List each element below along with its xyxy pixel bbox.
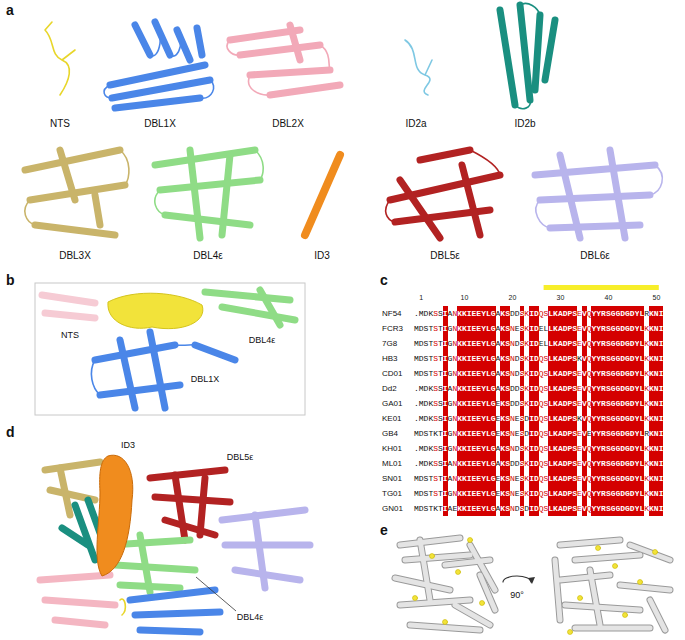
structure-label: DBL1X <box>144 118 176 130</box>
structure-label: DBL1X <box>191 374 220 384</box>
dbl5e-structure <box>386 150 500 238</box>
residue-number: 50 <box>653 294 661 302</box>
structure-label: DBL4ε <box>193 250 222 262</box>
structure-label: ID2a <box>405 118 426 130</box>
dbl4e-structure <box>155 150 263 238</box>
panel-letter: a <box>6 2 14 18</box>
sequence-name: NF54 <box>382 306 402 321</box>
structure-label: NTS <box>61 330 79 340</box>
residue-number: 40 <box>605 294 613 302</box>
dbl6e-structure <box>535 150 662 238</box>
sequence-name: Dd2 <box>382 381 397 396</box>
sequence-name: GB4 <box>382 426 398 441</box>
structure-label: DBL5ε <box>227 452 254 462</box>
sequence-row: MDSTSTIGNKKIEEYLGAKSNDSKIDQSLKADPSEVQYYR… <box>414 366 663 381</box>
id2b-structure <box>500 3 555 108</box>
sequence-row: .MDKSSIGNKKIEEYLGAKSNDSKIDQSLKADPSEVQYYR… <box>414 441 663 456</box>
sequence-name: ML01 <box>382 456 402 471</box>
sequence-row: .MDKSSIANKKIEEYLGAKSDDSKIDQSLKADPSEVQYYR… <box>414 456 663 471</box>
structure-label: DBL4ε <box>237 612 264 622</box>
structure-label: ID2b <box>514 118 535 130</box>
sequence-name: KE01 <box>382 411 402 426</box>
sequence-name: CD01 <box>382 366 402 381</box>
sequence-row: MDSTKTIAEKKIEEYLGAKSNDSDIDQSLKADPSEVQYYR… <box>414 501 663 516</box>
sequence-row: MDSTSTIANKKIEEYLGEKSNESKIDQSLKADPSEVQYYR… <box>414 471 663 486</box>
sequence-name: TG01 <box>382 486 402 501</box>
dbl1x-structure <box>104 22 214 108</box>
sequence-name: HB3 <box>382 351 398 366</box>
structure-label: DBL6ε <box>580 250 609 262</box>
structure-label: DBL3X <box>59 250 91 262</box>
sequence-name: 7G8 <box>382 336 397 351</box>
sequence-name: KH01 <box>382 441 402 456</box>
id3-structure <box>305 155 340 235</box>
residue-number: 20 <box>509 294 517 302</box>
residue-number: 30 <box>557 294 565 302</box>
panel-b-structure <box>42 290 295 408</box>
dbl2x-structure <box>227 25 340 95</box>
structure-label: NTS <box>50 118 70 130</box>
panel-letter: b <box>6 272 15 288</box>
residue-number: 10 <box>461 294 469 302</box>
residue-number: 1 <box>419 294 423 302</box>
sequence-row: MDSTSTIGNKKIEEYLGAKSNDSKIDELLKADPSEVQYYR… <box>414 336 663 351</box>
rotation-label: 90° <box>510 590 524 600</box>
dbl3x-structure <box>25 150 129 235</box>
sequence-name: GN01 <box>382 501 403 516</box>
sequence-name: GA01 <box>382 396 402 411</box>
sequence-row: .MDKSSIGNKKIEEYLGEKSDDSKIDQSLKADPSEVQYYR… <box>414 396 663 411</box>
nts-structure <box>45 22 75 95</box>
sequence-name: FCR3 <box>382 321 403 336</box>
panel-e-structure <box>395 538 670 635</box>
panel-frame <box>35 283 305 415</box>
structure-label: ID3 <box>314 250 330 262</box>
structure-label: DBL5ε <box>430 250 459 262</box>
sequence-row: .MDKSSIANKKIEEYLGAKSDDSKIDQSLKADPSEVQYYR… <box>414 381 663 396</box>
id2a-structure <box>405 40 432 95</box>
sequence-row: MDSTSTIGNKKIEEYLGEKSNESKIDQSLKADPSEVQYYR… <box>414 486 663 501</box>
sequence-row: MDSTSTIGNKKIEEYLGAKSNDSKIDQSLKADPSKVQYYR… <box>414 351 663 366</box>
sequence-name: SN01 <box>382 471 402 486</box>
sequence-row: .MDKSSIANKKIEEYLGAKSDDSKIDQSLKADPSEVQYYR… <box>414 306 663 321</box>
panel-d-structure <box>40 455 310 632</box>
motif-bar <box>544 285 659 290</box>
structure-label: DBL4ε <box>249 335 276 345</box>
sequence-row: .MDKSSIGNKKIEEYLGEKSNESDIDQSLKADPSKVQYYR… <box>414 411 663 426</box>
sequence-row: MDSTKTIGNKKIEEYLGEKSNESDIDQSLKADPSEVEYYR… <box>414 426 663 441</box>
panel-letter: e <box>380 522 388 538</box>
panel-letter: d <box>6 424 15 440</box>
structure-label: ID3 <box>121 440 135 450</box>
structure-label: DBL2X <box>272 118 304 130</box>
panel-letter: c <box>380 272 388 288</box>
sequence-row: MDSTSTIGNKKIEEYLGAKSNESKIDELLKADPSEVQYYR… <box>414 321 663 336</box>
